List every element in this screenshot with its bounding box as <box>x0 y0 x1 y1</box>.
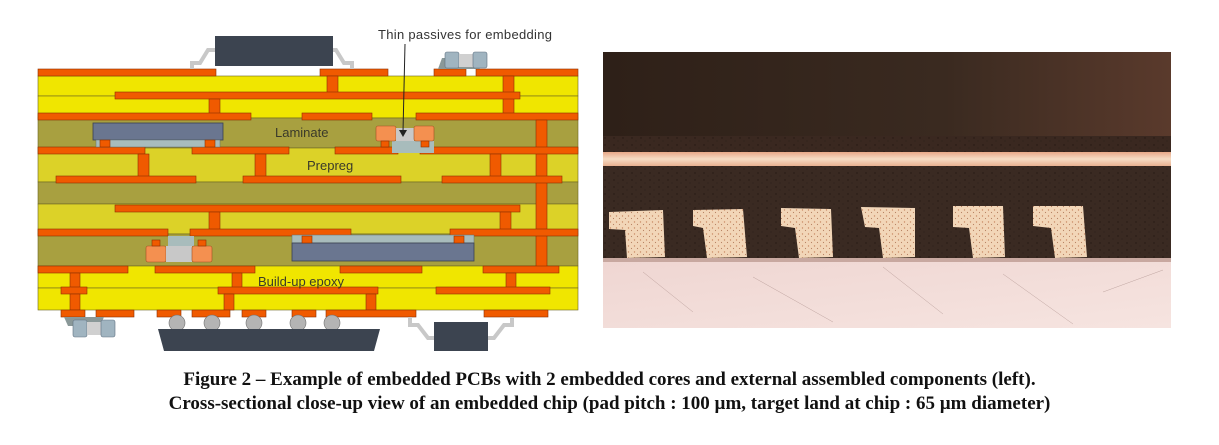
label-buildup-epoxy: Build-up epoxy <box>258 274 344 289</box>
bottom-bga-package <box>158 314 380 351</box>
top-ic-package <box>190 36 354 69</box>
embedded-die-upper <box>92 122 224 148</box>
bottom-ic-package <box>408 317 514 351</box>
annotation-thin-passives: Thin passives for embedding <box>378 27 552 42</box>
embedded-passive-lower <box>145 236 213 263</box>
embedded-pcb-diagram: .cu { fill:#f05a00; stroke:#8a3000; stro… <box>37 27 579 351</box>
bottom-passive-component <box>64 317 116 338</box>
caption-line-2: Cross-sectional close-up view of an embe… <box>168 393 1051 414</box>
copper-traces <box>37 68 579 318</box>
top-passive-component <box>438 51 488 69</box>
caption-line-1: Figure 2 – Example of embedded PCBs with… <box>183 369 1036 390</box>
label-prepreg: Prepreg <box>307 158 353 173</box>
chip-pads <box>609 206 1087 258</box>
cross-section-micrograph <box>603 52 1171 328</box>
embedded-die-lower <box>291 234 475 262</box>
figure-caption: Figure 2 – Example of embedded PCBs with… <box>0 368 1219 416</box>
label-laminate: Laminate <box>275 125 328 140</box>
